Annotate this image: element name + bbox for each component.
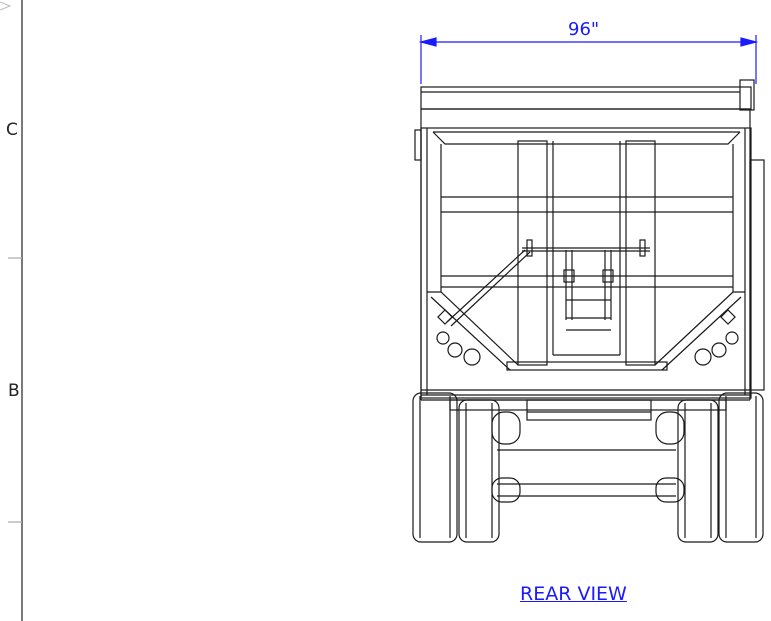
- dimension-line: [418, 35, 759, 84]
- width-dimension-label: 96": [568, 19, 600, 40]
- corner-arrow-icon: [0, 1, 12, 11]
- view-title-link[interactable]: REAR VIEW: [520, 583, 627, 605]
- sheet-border: [8, 0, 23, 621]
- zone-label-c: C: [6, 120, 18, 140]
- trailer-rear-view: [412, 79, 765, 543]
- zone-label-b: B: [8, 381, 20, 401]
